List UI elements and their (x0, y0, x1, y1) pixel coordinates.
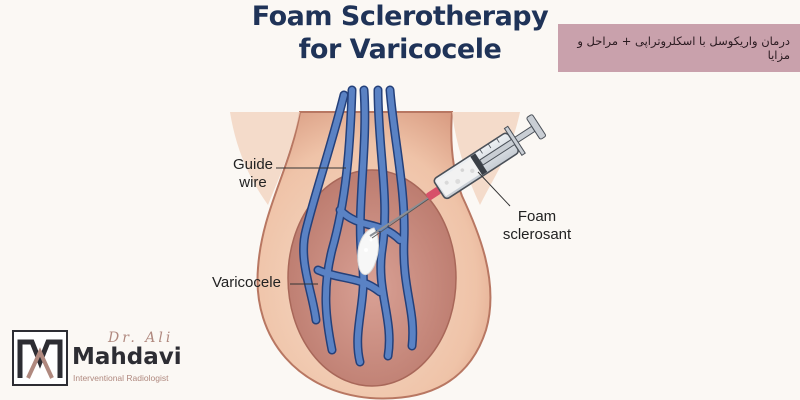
guide-wire-label: Guide wire (218, 156, 288, 192)
foam-bubble (364, 248, 368, 252)
foam-sclerosant-label: Foam sclerosant (482, 208, 592, 244)
syringe-foam (436, 158, 482, 197)
doctor-logo: Dr. Ali Mahdavi Interventional Radiologi… (12, 330, 212, 390)
foam-deposit (357, 227, 379, 275)
plunger-thumb (526, 114, 546, 140)
needle (369, 195, 433, 237)
title-line-2: for Varicocele (298, 34, 502, 65)
foam-label-line-2: sclerosant (502, 226, 572, 243)
page-title: Foam Sclerotherapy for Varicocele (200, 0, 600, 66)
foam-bubble (369, 238, 373, 242)
thigh-left (230, 112, 300, 205)
foam-leader (477, 171, 511, 207)
persian-banner-text: درمان واریکوسل با اسکلروتراپی + مراحل و … (577, 34, 790, 62)
guide-wire-label-line-2: wire (239, 174, 267, 191)
logo-prefix: Dr. Ali (108, 330, 174, 346)
guide-wire (371, 197, 431, 239)
mahdavi-logo-icon (12, 330, 68, 386)
foam-label-line-1: Foam (517, 208, 557, 225)
persian-banner: درمان واریکوسل با اسکلروتراپی + مراحل و … (558, 24, 800, 72)
barrel-flange (503, 125, 526, 157)
guide-wire-label-line-1: Guide (232, 156, 274, 173)
needle-hub (426, 187, 441, 201)
varicocele-label: Varicocele (212, 274, 281, 291)
title-line-1: Foam Sclerotherapy (251, 1, 549, 32)
logo-subtitle: Interventional Radiologist (73, 373, 169, 383)
logo-name: Mahdavi (72, 344, 182, 370)
plunger-seal (470, 153, 488, 176)
vein-cluster (299, 85, 418, 367)
syringe (426, 114, 546, 201)
